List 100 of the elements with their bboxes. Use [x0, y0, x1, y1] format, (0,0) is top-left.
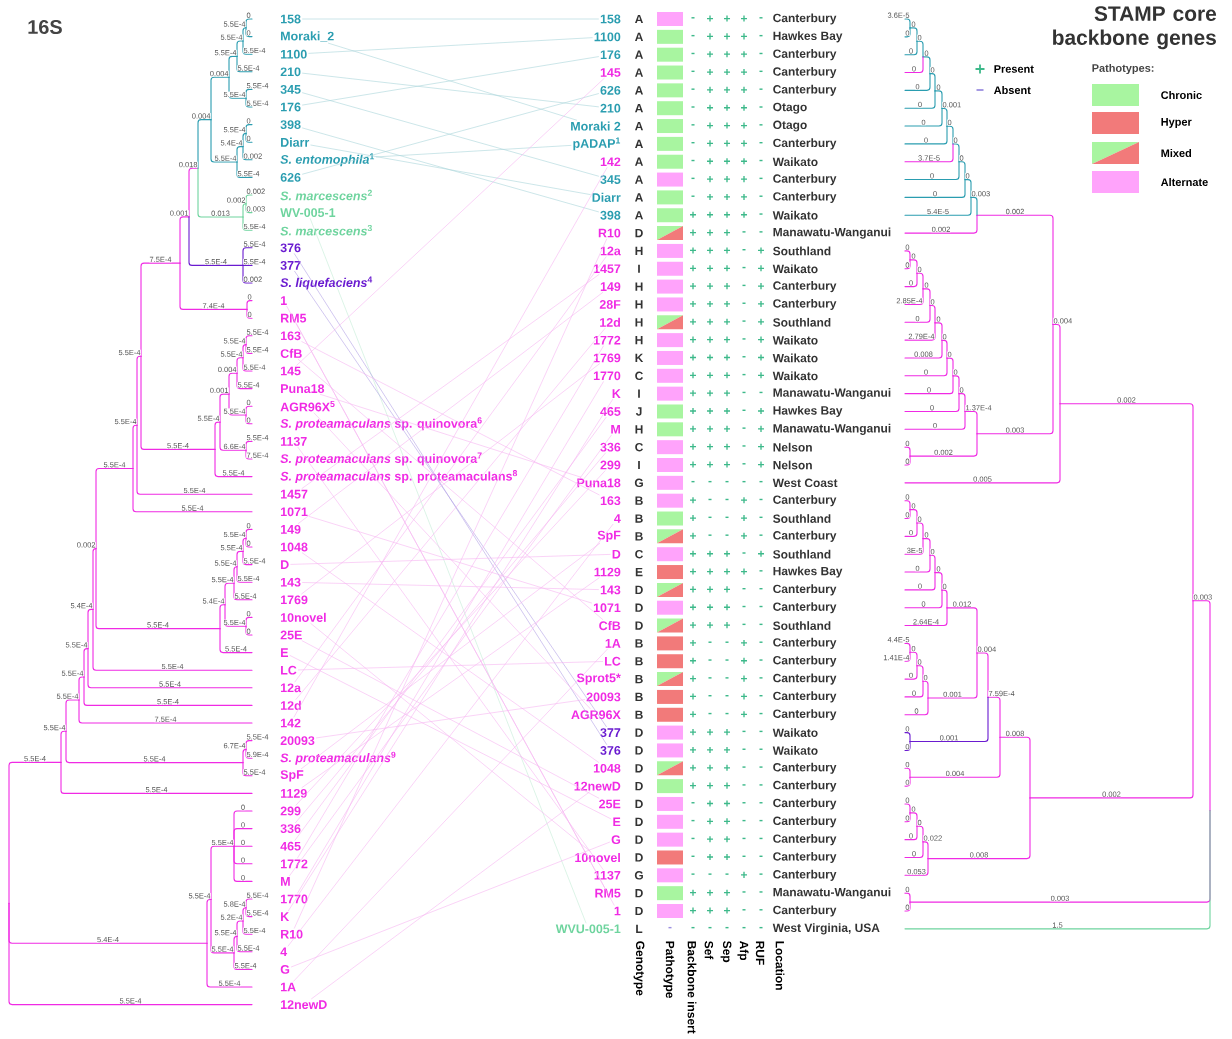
strain-label: Moraki_2: [281, 31, 334, 42]
location-label: Southland: [773, 514, 831, 523]
location-label: Canterbury: [773, 798, 837, 810]
tangle-line: [308, 516, 593, 604]
strain-label: 398: [600, 210, 621, 220]
gene-presence-sign: -: [759, 677, 763, 679]
gene-presence-sign: +: [690, 568, 696, 575]
genotype-code: I: [638, 264, 640, 273]
strain-label: 28F: [599, 300, 621, 309]
strain-label: 1048: [593, 763, 621, 773]
location-label: West Coast: [772, 478, 838, 488]
gene-presence-sign: +: [741, 515, 747, 522]
gene-presence-sign: +: [724, 247, 730, 254]
location-label: Canterbury: [773, 691, 837, 703]
gene-presence-sign: +: [690, 729, 696, 736]
gene-presence-sign: +: [741, 86, 747, 93]
gene-presence-sign: -: [759, 516, 763, 519]
gene-presence-sign: +: [690, 407, 696, 415]
genotype-code: D: [635, 746, 643, 755]
tangle-line: [313, 412, 591, 710]
gene-presence-sign: +: [724, 122, 730, 129]
strain-label: S. proteamaculans sp. quinovora$^{7}$: [280, 452, 482, 466]
gene-presence-sign: -: [759, 695, 763, 697]
column-header: Afp: [737, 941, 749, 961]
gene-presence-sign: -: [759, 141, 763, 144]
strain-label: 1071: [281, 507, 308, 517]
strain-label: D: [281, 560, 289, 569]
gene-presence-sign: +: [724, 622, 730, 629]
strain-label: G: [611, 835, 621, 845]
gene-presence-sign: -: [708, 677, 712, 679]
gene-presence-sign: -: [759, 659, 763, 661]
strain-label: Puna18: [577, 478, 621, 488]
gene-presence-sign: +: [707, 33, 713, 40]
gene-presence-sign: -: [691, 106, 695, 108]
gene-presence-sign: +: [707, 86, 713, 93]
strain-label: 176: [600, 50, 621, 60]
strain-label: 142: [600, 157, 621, 167]
strain-label: 143: [281, 577, 301, 587]
gene-presence-sign: -: [759, 623, 763, 626]
column-header: Location: [775, 941, 785, 990]
gene-presence-sign: +: [724, 782, 730, 789]
tangle-line: [301, 640, 600, 799]
gene-presence-sign: +: [741, 497, 747, 504]
gene-presence-sign: -: [759, 391, 763, 394]
location-label: Canterbury: [773, 13, 837, 25]
gene-presence-sign: +: [724, 586, 730, 593]
gene-presence-sign: -: [759, 926, 763, 929]
gene-presence-sign: +: [724, 140, 730, 147]
gene-presence-sign: -: [708, 712, 712, 715]
gene-presence-sign: +: [690, 497, 696, 504]
tangle-line: [301, 274, 600, 489]
location-label: Waikato: [772, 728, 818, 737]
strain-label: 1100: [594, 32, 621, 42]
gene-presence-sign: +: [690, 782, 696, 789]
genotype-code: L: [636, 924, 643, 933]
genotype-code: D: [635, 799, 643, 809]
genotype-code: D: [635, 889, 643, 898]
strain-label: CfB: [599, 621, 621, 631]
gene-presence-sign: +: [724, 853, 730, 861]
gene-presence-sign: +: [690, 693, 696, 700]
column-header: Genotype: [633, 941, 645, 996]
gene-presence-sign: +: [724, 604, 730, 611]
tangle-line: [301, 72, 600, 108]
location-label: Waikato: [772, 264, 818, 274]
location-label: Canterbury: [773, 495, 837, 507]
location-label: Hawkes Bay: [773, 566, 843, 578]
gene-presence-sign: -: [742, 373, 746, 376]
location-label: Manawatu-Wanganui: [773, 887, 891, 899]
gene-presence-sign: -: [708, 926, 712, 929]
genotype-code: H: [635, 425, 643, 434]
gene-presence-sign: +: [741, 176, 747, 183]
gene-presence-sign: +: [707, 283, 713, 290]
genotype-code: G: [634, 478, 643, 488]
gene-presence-sign: -: [742, 249, 746, 251]
gene-presence-sign: -: [759, 748, 763, 750]
gene-presence-sign: +: [724, 69, 730, 76]
gene-presence-sign: +: [690, 443, 696, 450]
tangle-line: [295, 327, 606, 700]
strain-label: K: [281, 912, 290, 921]
genotype-code: C: [635, 549, 643, 559]
strain-label: S. proteamaculans$^{9}$: [280, 751, 396, 765]
gene-presence-sign: +: [707, 729, 713, 736]
genotype-code: G: [634, 871, 643, 880]
gene-presence-sign: -: [725, 677, 729, 679]
gene-presence-sign: -: [759, 534, 763, 536]
location-label: Canterbury: [773, 851, 837, 864]
gene-presence-sign: +: [707, 140, 713, 147]
strain-label: LC: [281, 665, 297, 675]
gene-presence-sign: +: [724, 283, 730, 290]
gene-presence-sign: +: [690, 604, 696, 611]
gene-presence-sign: +: [741, 33, 747, 40]
strain-label: 299: [280, 806, 301, 816]
gene-presence-sign: -: [691, 873, 695, 875]
gene-presence-sign: -: [759, 498, 763, 501]
column-header: Sep: [720, 941, 732, 963]
column-header: Backbone insert: [687, 941, 697, 1034]
strain-label: LC: [605, 656, 621, 666]
strain-label: RM5: [595, 888, 621, 898]
gene-presence-sign: -: [742, 909, 746, 911]
gene-presence-sign: +: [724, 300, 730, 307]
